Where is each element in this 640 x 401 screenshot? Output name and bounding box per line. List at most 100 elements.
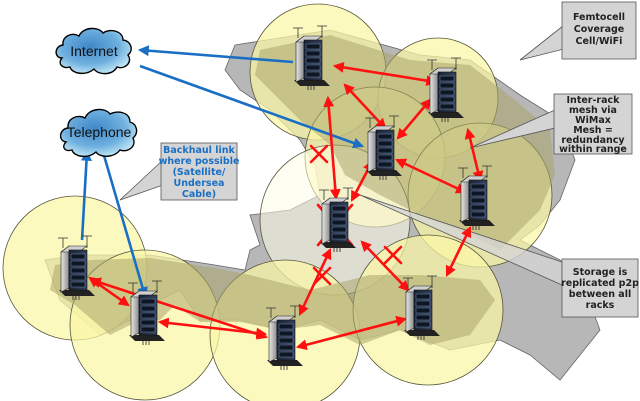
rack-unit (415, 307, 431, 314)
rack-legs (379, 176, 387, 180)
server-rack[interactable] (266, 305, 303, 370)
server-rack[interactable] (458, 165, 495, 230)
callout-inter-rack-line: redundancy (561, 135, 625, 146)
callout-femtocell-line: Cell/WiFi (576, 36, 623, 47)
antenna-icon (365, 117, 375, 128)
rack-unit (439, 82, 455, 89)
antenna-icon (319, 189, 329, 200)
rack-side (460, 175, 470, 223)
rack-unit (331, 219, 347, 226)
mesh-link (157, 317, 268, 339)
rack-legs (142, 341, 150, 345)
mesh-link (343, 83, 387, 130)
backhaul-link (137, 45, 294, 64)
cloud-telephone[interactable]: Telephone (59, 108, 138, 157)
rack-unit (377, 161, 393, 168)
rack-unit (70, 260, 86, 267)
server-rack-failed[interactable] (319, 187, 356, 252)
rack-base (129, 335, 165, 341)
rack-unit (305, 43, 321, 50)
rack-unit (415, 300, 431, 307)
broken-link-x-mark (312, 266, 332, 286)
rack-unit (140, 305, 156, 312)
rack-legs (472, 226, 480, 230)
callout-backhaul-line: Undersea (174, 178, 225, 189)
rack-unit (305, 64, 321, 71)
antenna-icon (128, 282, 138, 293)
rack-unit (305, 50, 321, 57)
rack-base (366, 170, 402, 176)
rack-unit (278, 344, 294, 351)
rack-base (59, 290, 95, 296)
antenna-icon (458, 167, 468, 178)
callout-femtocell: Femtocell Coverage Cell/WiFi (561, 1, 637, 60)
broken-link-x-mark (383, 245, 403, 265)
rack-unit (278, 330, 294, 337)
callout-inter-rack-line: Inter-rack (567, 95, 621, 106)
antenna-icon (427, 59, 437, 70)
server-rack[interactable] (403, 275, 440, 340)
rack-unit (278, 323, 294, 330)
callout-inter-rack-line: WiMax (575, 115, 611, 126)
rack-side (60, 245, 70, 293)
rack-unit (439, 75, 455, 82)
server-rack[interactable] (427, 57, 464, 122)
cloud-icon (55, 27, 132, 75)
rack-unit (415, 293, 431, 300)
rack-unit (470, 190, 486, 197)
rack-unit (439, 89, 455, 96)
cloud-label-internet: Internet (70, 43, 118, 59)
callout-inter-rack: Inter-rack mesh via WiMax Mesh = redunda… (553, 93, 633, 155)
callout-backhaul: Backhaul link where possible (Satellite/… (159, 142, 239, 201)
antenna-icon (403, 277, 413, 288)
server-rack[interactable] (365, 115, 402, 180)
rack-unit (377, 140, 393, 147)
rack-side (429, 67, 439, 115)
rack-unit (439, 96, 455, 103)
mesh-link (464, 127, 484, 183)
rack-base (267, 360, 303, 366)
rack-unit (377, 154, 393, 161)
rack-unit (439, 103, 455, 110)
callout-inter-rack-line: within range (559, 144, 627, 155)
callout-storage-line: Storage is (573, 267, 628, 278)
rack-unit (470, 183, 486, 190)
cloud-label-telephone: Telephone (67, 124, 132, 140)
broken-link-x-mark (309, 144, 329, 164)
cloud-internet[interactable]: Internet (55, 27, 132, 75)
rack-legs (72, 296, 80, 300)
rack-unit (331, 205, 347, 212)
rack-side (295, 35, 305, 83)
callout-storage: Storage is replicated p2p between all ra… (561, 258, 639, 318)
rack-side (321, 197, 331, 245)
callout-backhaul-line: (Satellite/ (173, 167, 226, 178)
callout-storage-line: replicated p2p (561, 278, 639, 289)
callout-pointer-femtocell (519, 21, 569, 61)
rack-unit (331, 226, 347, 233)
rack-unit (377, 147, 393, 154)
rack-unit (331, 212, 347, 219)
rack-legs (417, 336, 425, 340)
rack-legs (333, 248, 341, 252)
rack-unit (305, 71, 321, 78)
rack-unit (70, 253, 86, 260)
server-rack[interactable] (58, 235, 95, 300)
mesh-link-broken (360, 240, 410, 292)
rack-side (268, 315, 278, 363)
rack-unit (278, 337, 294, 344)
rack-unit (140, 312, 156, 319)
rack-unit (470, 204, 486, 211)
rack-unit (331, 233, 347, 240)
rack-legs (441, 118, 449, 122)
callout-backhaul-line: Cable) (182, 189, 216, 200)
server-rack[interactable] (293, 25, 330, 90)
rack-base (404, 330, 440, 336)
rack-unit (415, 314, 431, 321)
rack-unit (140, 298, 156, 305)
callout-storage-line: between all (569, 289, 631, 300)
server-rack[interactable] (128, 280, 165, 345)
rack-unit (140, 319, 156, 326)
callout-backhaul-line: Backhaul link (163, 145, 235, 156)
rack-side (405, 285, 415, 333)
